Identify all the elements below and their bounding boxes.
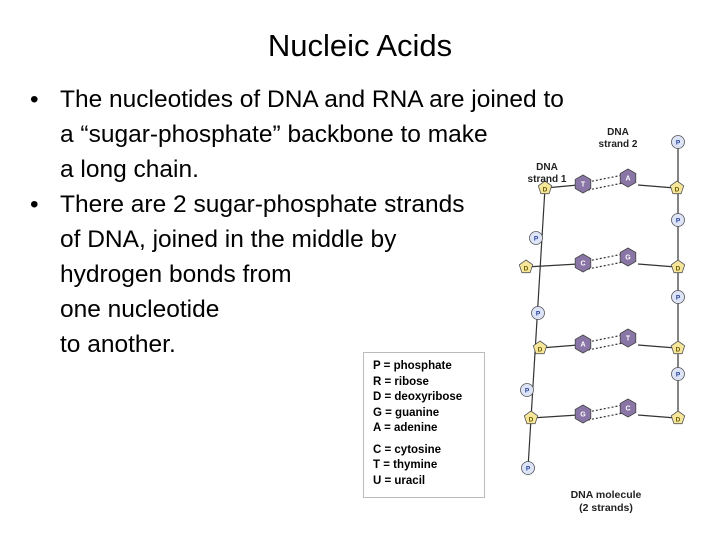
bullet-line: a “sugar-phosphate” backbone to make	[60, 121, 488, 148]
deoxyribose-sugar	[523, 410, 539, 425]
slide-title: Nucleic Acids	[267, 28, 453, 63]
phosphate-group	[671, 213, 685, 227]
phosphate-group	[521, 461, 535, 475]
nucleotide-base	[574, 174, 592, 194]
deoxyribose-sugar	[669, 180, 685, 195]
deoxyribose-sugar	[518, 259, 534, 274]
nucleotide-base	[619, 168, 637, 188]
nucleotide-symbol: T	[581, 182, 586, 189]
nucleotide-symbol: G	[625, 255, 631, 262]
nucleotide-base	[574, 253, 592, 273]
deoxyribose-sugar	[537, 180, 553, 195]
dna-molecule-diagram: D D D D D D D D P P P P P P P P T A C G A T G C DNA strand 2 DN…	[518, 127, 686, 514]
backbone-bond	[637, 263, 677, 268]
legend-entry: C = cytosine	[373, 443, 442, 456]
bullet-line: to another.	[60, 331, 176, 358]
nucleotide-symbol: D	[524, 265, 529, 272]
backbone-bond	[637, 414, 677, 419]
bullet-line: of DNA, joined in the middle by	[60, 226, 397, 253]
nucleotide-symbol: G	[580, 412, 586, 419]
phosphate-group	[529, 231, 543, 245]
nucleotide-symbol: P	[526, 465, 531, 472]
nucleotide-symbol: D	[676, 265, 681, 272]
bullet-marker: •	[30, 86, 39, 113]
backbone-bond	[530, 414, 579, 419]
phosphate-group	[671, 367, 685, 381]
legend-entry: R = ribose	[373, 375, 429, 388]
nucleotide-symbol: P	[676, 139, 681, 146]
deoxyribose-sugar	[670, 259, 686, 274]
deoxyribose-sugar	[670, 410, 686, 425]
nucleotide-symbol: A	[625, 176, 630, 183]
nucleotide-symbol: D	[543, 186, 548, 193]
nucleotide-base	[619, 247, 637, 267]
backbone-bond	[637, 344, 677, 349]
legend-entry: T = thymine	[373, 459, 438, 471]
nucleotide-symbol: P	[525, 387, 530, 394]
nucleotide-base	[574, 334, 592, 354]
nucleotide-symbol: P	[536, 310, 541, 317]
phosphate-group	[520, 383, 534, 397]
nucleotide-symbol: C	[625, 406, 630, 413]
strand-2-label: strand 2	[599, 139, 638, 150]
nucleotide-symbol: D	[676, 416, 681, 423]
strand-2-label: DNA	[607, 127, 629, 138]
legend-entry: U = uracil	[373, 474, 426, 487]
backbone-bond	[527, 187, 546, 469]
nucleotide-symbol: P	[676, 217, 681, 224]
bullet-line: a long chain.	[60, 156, 199, 183]
dna-backbone-layer: D D D D D D D D P P P P P P P P T A C G A T G C	[518, 135, 686, 475]
nucleotide-symbol: D	[675, 186, 680, 193]
strand-1-label: strand 1	[528, 174, 567, 185]
nucleotide-symbol: P	[534, 235, 539, 242]
nucleotide-base	[619, 398, 637, 418]
nucleotide-base	[574, 404, 592, 424]
strand-1-label: DNA	[536, 162, 558, 173]
bullet-line: one nucleotide	[60, 296, 220, 323]
nucleotide-symbol: C	[580, 261, 585, 268]
phosphate-group	[671, 135, 685, 149]
bullet-line: There are 2 sugar-phosphate strands	[60, 191, 465, 218]
nucleotide-symbol: D	[529, 416, 534, 423]
bullet-list: • The nucleotides of DNA and RNA are joi…	[30, 82, 564, 362]
nucleotide-base	[619, 328, 637, 348]
abbreviation-legend: P = phosphate R = ribose D = deoxyribose…	[363, 352, 485, 498]
legend-entry: G = guanine	[373, 406, 440, 419]
deoxyribose-sugar	[670, 340, 686, 355]
bullet-item: • The nucleotides of DNA and RNA are joi…	[30, 82, 564, 187]
nucleotide-symbol: D	[538, 346, 543, 353]
phosphate-group	[531, 306, 545, 320]
legend-entry: P = phosphate	[373, 360, 452, 372]
molecule-label: (2 strands)	[579, 502, 633, 514]
bullet-line: The nucleotides of DNA and RNA are joine…	[60, 86, 564, 113]
backbone-bond	[525, 263, 579, 268]
legend-entry: A = adenine	[373, 422, 438, 434]
legend-entry: D = deoxyribose	[373, 391, 463, 403]
nucleotide-symbol: P	[676, 371, 681, 378]
bullet-marker: •	[30, 191, 39, 218]
nucleotide-symbol: P	[676, 294, 681, 301]
backbone-bond	[637, 184, 676, 189]
nucleotide-symbol: T	[626, 336, 631, 343]
bullet-line: hydrogen bonds from	[60, 261, 292, 288]
phosphate-group	[671, 290, 685, 304]
molecule-label: DNA molecule	[571, 489, 642, 501]
bullet-item: • There are 2 sugar-phosphate strands of…	[30, 187, 564, 362]
nucleotide-symbol: A	[580, 342, 585, 349]
nucleotide-symbol: D	[676, 346, 681, 353]
deoxyribose-sugar	[532, 340, 548, 355]
